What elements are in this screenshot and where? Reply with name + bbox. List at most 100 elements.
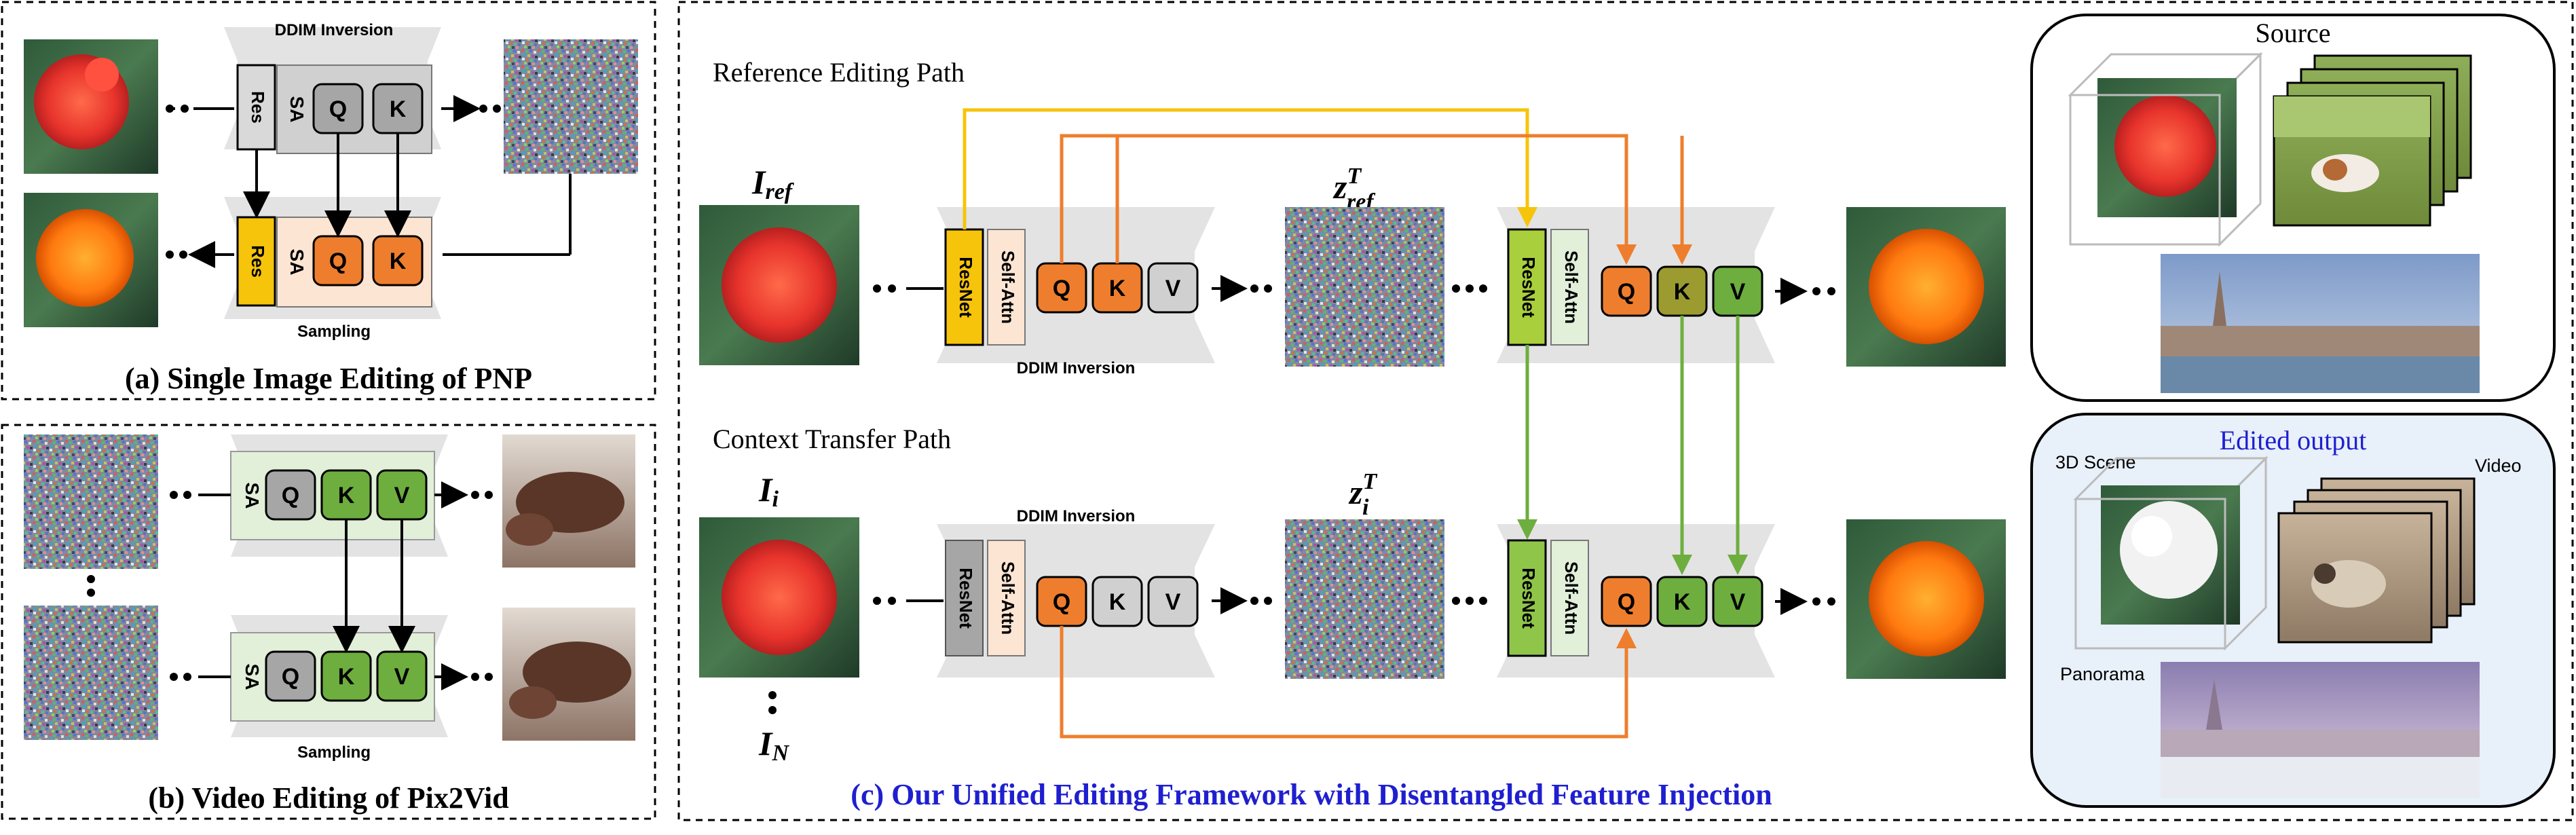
panel-b-vdots	[87, 575, 95, 597]
panel-a-dots	[166, 105, 501, 259]
panel-a-noise-image	[504, 39, 638, 174]
ref-decoder-v-label: V	[1730, 279, 1746, 305]
ddim-ref-label: DDIM Inversion	[1017, 359, 1136, 377]
ctx-decoder-selfattn	[1550, 540, 1589, 656]
ref-decoder-resnet-label: ResNet	[1518, 257, 1539, 318]
ref-output-image	[1846, 207, 2006, 367]
ctx-encoder-k-label: K	[1109, 589, 1126, 615]
ctx-path-label: Context Transfer Path	[713, 424, 951, 454]
panel-a: DDIM Inversion SA Res Q K Sampling SA Re…	[24, 21, 638, 395]
ctx-decoder-v-label: V	[1730, 589, 1746, 615]
panel-c-flow-dots	[873, 284, 1835, 606]
ctx-encoder-resnet-label: ResNet	[956, 568, 976, 629]
symbol-i-ref: Iref	[751, 163, 795, 204]
panel-b-bottom-k-label: K	[338, 664, 355, 690]
ref-encoder-k-label: K	[1109, 276, 1126, 301]
panel-a-top-sa: SA	[286, 96, 307, 123]
panel-b-connectors	[198, 481, 468, 690]
panel-c: Reference Editing Path Context Transfer …	[699, 57, 2006, 811]
panel-c-caption: (c) Our Unified Editing Framework with D…	[851, 778, 1772, 811]
panel-b-top-q-label: Q	[282, 483, 299, 508]
panel-a-caption: (a) Single Image Editing of PNP	[125, 362, 532, 395]
panel-a-bottom-res	[236, 216, 276, 307]
ctx-decoder-q-label: Q	[1618, 589, 1635, 615]
panel-b-caption: (b) Video Editing of Pix2Vid	[148, 781, 508, 815]
label-3d-scene: 3D Scene	[2055, 452, 2136, 472]
panel-b-dots	[170, 491, 493, 681]
ctx-decoder-v	[1712, 576, 1763, 627]
resnet-injection-yellow	[963, 108, 1537, 229]
panel-a-connectors	[166, 95, 572, 268]
ref-decoder-q	[1601, 265, 1652, 317]
panel-b-noise-1	[24, 434, 158, 569]
symbol-i-i: Ii	[758, 470, 779, 512]
ref-encoder-q-label: Q	[1053, 276, 1070, 301]
ctx-decoder-resnet-label: ResNet	[1518, 568, 1539, 629]
panel-b-top-q	[265, 469, 316, 521]
ref-encoder-resnet-label: ResNet	[956, 257, 976, 318]
panel-a-top-q-label: Q	[329, 96, 347, 122]
panel-b-top-v-label: V	[394, 483, 410, 508]
panel-b-bottom-v-label: V	[394, 664, 410, 690]
panel-b-bottom-q	[265, 650, 316, 702]
panel-a-edited-image	[24, 193, 158, 327]
ref-decoder-q-label: Q	[1618, 279, 1635, 305]
ref-noise-image	[1285, 207, 1444, 367]
ctx-encoder-selfattn	[987, 540, 1026, 656]
ctx-decoder-k-label: K	[1674, 589, 1691, 615]
ref-decoder-selfattn-label: Self-Attn	[1561, 250, 1582, 324]
ctx-encoder-resnet	[945, 540, 984, 656]
ctx-decoder-selfattn-label: Self-Attn	[1561, 561, 1582, 635]
ctx-encoder-v-label: V	[1165, 589, 1181, 615]
source-video-stack	[2273, 54, 2472, 227]
label-panorama: Panorama	[2060, 664, 2146, 684]
panel-c-frame	[677, 1, 2574, 821]
panel-a-bottom-sa: SA	[286, 249, 307, 276]
ref-decoder-k-label: K	[1674, 279, 1691, 305]
panel-a-top-res-label: Res	[248, 91, 268, 124]
panel-b-bottom-q-label: Q	[282, 664, 299, 690]
panel-c-flow-lines	[906, 275, 1808, 615]
source-3d-cube	[2068, 52, 2263, 247]
ctx-decoder-q	[1601, 576, 1652, 627]
ref-decoder-selfattn	[1550, 229, 1589, 346]
panel-b-frame	[1, 424, 656, 820]
ctx-noise-image	[1285, 519, 1444, 679]
panel-a-bottom-res-label: Res	[248, 245, 268, 278]
panel-a-top-label: DDIM Inversion	[275, 21, 394, 39]
ddim-ctx-label: DDIM Inversion	[1017, 507, 1136, 525]
edited-title: Edited output	[2220, 425, 2367, 456]
ctx-input-image	[699, 517, 859, 678]
panel-b-top-k-label: K	[338, 483, 355, 508]
ctx-decoder-k	[1656, 576, 1708, 627]
ctx-encoder-k	[1091, 576, 1143, 627]
ref-encoder-selfattn-label: Self-Attn	[998, 250, 1018, 324]
label-video: Video	[2475, 456, 2522, 476]
edited-panorama	[2161, 662, 2480, 798]
ctx-output-image	[1846, 519, 2006, 679]
panel-b-bottom-sa: SA	[242, 664, 263, 690]
ref-path-label: Reference Editing Path	[713, 57, 965, 88]
panel-a-bottom-label: Sampling	[297, 322, 371, 341]
edited-panel: Edited output 3D Scene Video Panorama	[2030, 413, 2556, 808]
ref-encoder-selfattn	[987, 229, 1026, 346]
ref-encoder-v-label: V	[1165, 276, 1181, 301]
panel-b: SA Q K V SA Q K V Sampling	[24, 434, 635, 815]
source-panel: Source	[2030, 14, 2556, 402]
ctx-encoder-v	[1147, 576, 1199, 627]
edited-video-stack	[2277, 477, 2476, 644]
q-context-orange	[1060, 626, 1637, 739]
q-injection-orange	[1060, 134, 1637, 265]
source-panorama	[2161, 254, 2480, 393]
panel-a-bottom-k-label: K	[390, 248, 407, 274]
panel-b-pig-image-2	[502, 608, 635, 741]
panel-b-pig-image-1	[502, 434, 635, 568]
ctx-encoder-selfattn-label: Self-Attn	[998, 561, 1018, 635]
panel-a-top-k-label: K	[390, 96, 407, 122]
panel-c-vdots	[768, 691, 777, 714]
ctx-decoder-resnet	[1507, 539, 1547, 657]
panel-b-top-sa: SA	[242, 483, 263, 509]
